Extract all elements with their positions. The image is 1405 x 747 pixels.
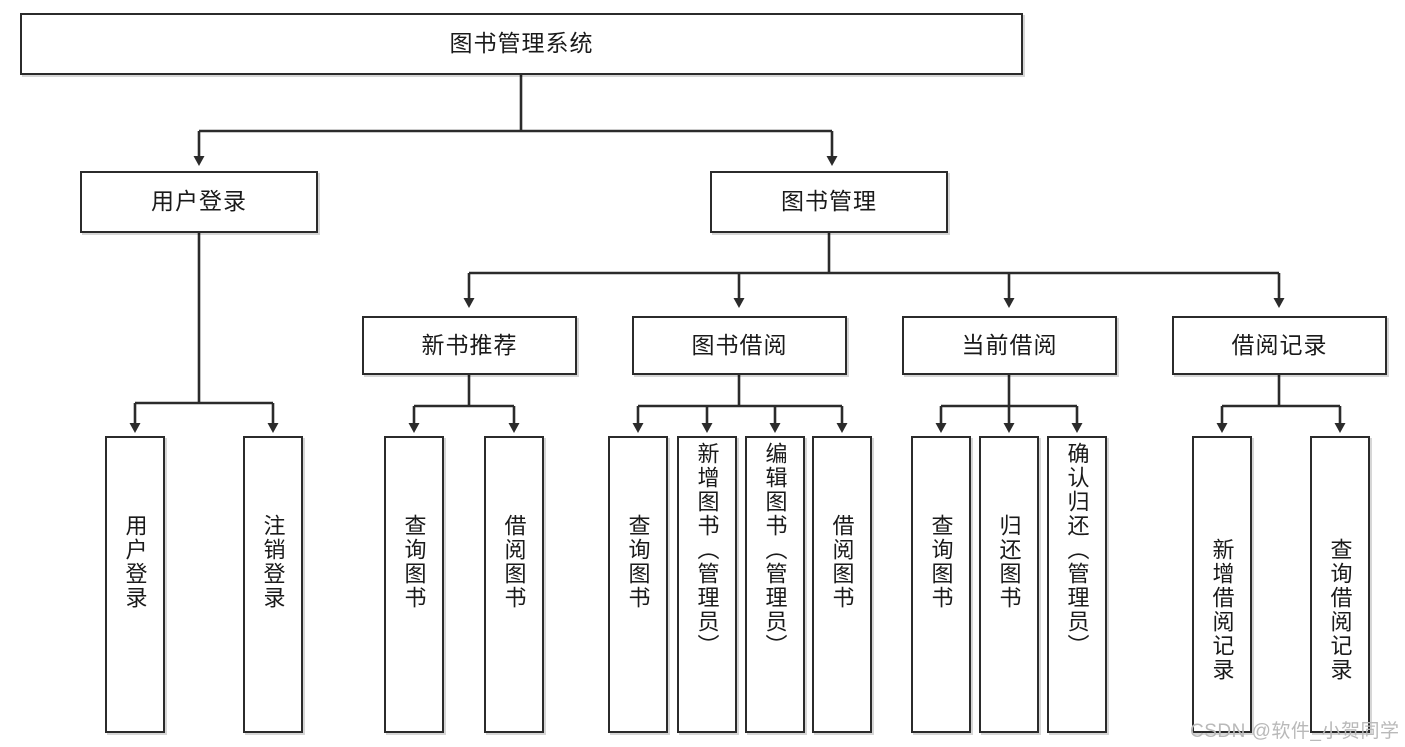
node-leaf-borrow-book-recommend[interactable]: 借阅图书 (484, 436, 544, 733)
node-label: 查询借阅记录 (1327, 538, 1353, 682)
node-leaf-user-login[interactable]: 用户登录 (105, 436, 165, 733)
node-book-borrow[interactable]: 图书借阅 (632, 316, 847, 375)
node-label: 查询图书 (928, 514, 954, 610)
node-label: 借阅图书 (829, 514, 855, 610)
node-leaf-query-borrow-record[interactable]: 查询借阅记录 (1310, 436, 1370, 733)
node-label: 图书管理 (781, 188, 877, 215)
node-label: 当前借阅 (961, 331, 1058, 358)
node-label: 查询图书 (625, 514, 651, 610)
node-leaf-add-borrow-record[interactable]: 新增借阅记录 (1192, 436, 1252, 733)
node-label: 新书推荐 (421, 331, 518, 358)
node-label: 用户登录 (151, 188, 247, 215)
node-leaf-logout-login[interactable]: 注销登录 (243, 436, 303, 733)
node-label: 查询图书 (401, 514, 427, 610)
node-borrow-record[interactable]: 借阅记录 (1172, 316, 1387, 375)
node-new-book-recommend[interactable]: 新书推荐 (362, 316, 577, 375)
node-user-login[interactable]: 用户登录 (80, 171, 318, 233)
node-label: 确认归还（管理员） (1064, 442, 1090, 658)
node-root-book-management-system[interactable]: 图书管理系统 (20, 13, 1023, 75)
node-label: 注销登录 (260, 514, 286, 610)
node-label: 编辑图书（管理员） (762, 442, 788, 658)
node-current-borrow[interactable]: 当前借阅 (902, 316, 1117, 375)
node-leaf-borrow-book[interactable]: 借阅图书 (812, 436, 872, 733)
node-label: 图书管理系统 (449, 30, 594, 57)
node-leaf-edit-book-admin[interactable]: 编辑图书（管理员） (745, 436, 805, 733)
node-label: 借阅图书 (501, 514, 527, 610)
node-book-management[interactable]: 图书管理 (710, 171, 948, 233)
node-label: 归还图书 (996, 514, 1022, 610)
node-leaf-query-book-borrow[interactable]: 查询图书 (608, 436, 668, 733)
node-leaf-return-book[interactable]: 归还图书 (979, 436, 1039, 733)
csdn-watermark: CSDN @软件_小贺同学 (1190, 721, 1400, 742)
node-label: 新增图书（管理员） (694, 442, 720, 658)
node-leaf-add-book-admin[interactable]: 新增图书（管理员） (677, 436, 737, 733)
node-label: 借阅记录 (1231, 331, 1328, 358)
node-leaf-query-book-recommend[interactable]: 查询图书 (384, 436, 444, 733)
node-label: 新增借阅记录 (1209, 538, 1235, 682)
node-label: 图书借阅 (691, 331, 788, 358)
node-leaf-query-book-current[interactable]: 查询图书 (911, 436, 971, 733)
node-leaf-confirm-return-admin[interactable]: 确认归还（管理员） (1047, 436, 1107, 733)
node-label: 用户登录 (122, 514, 148, 610)
